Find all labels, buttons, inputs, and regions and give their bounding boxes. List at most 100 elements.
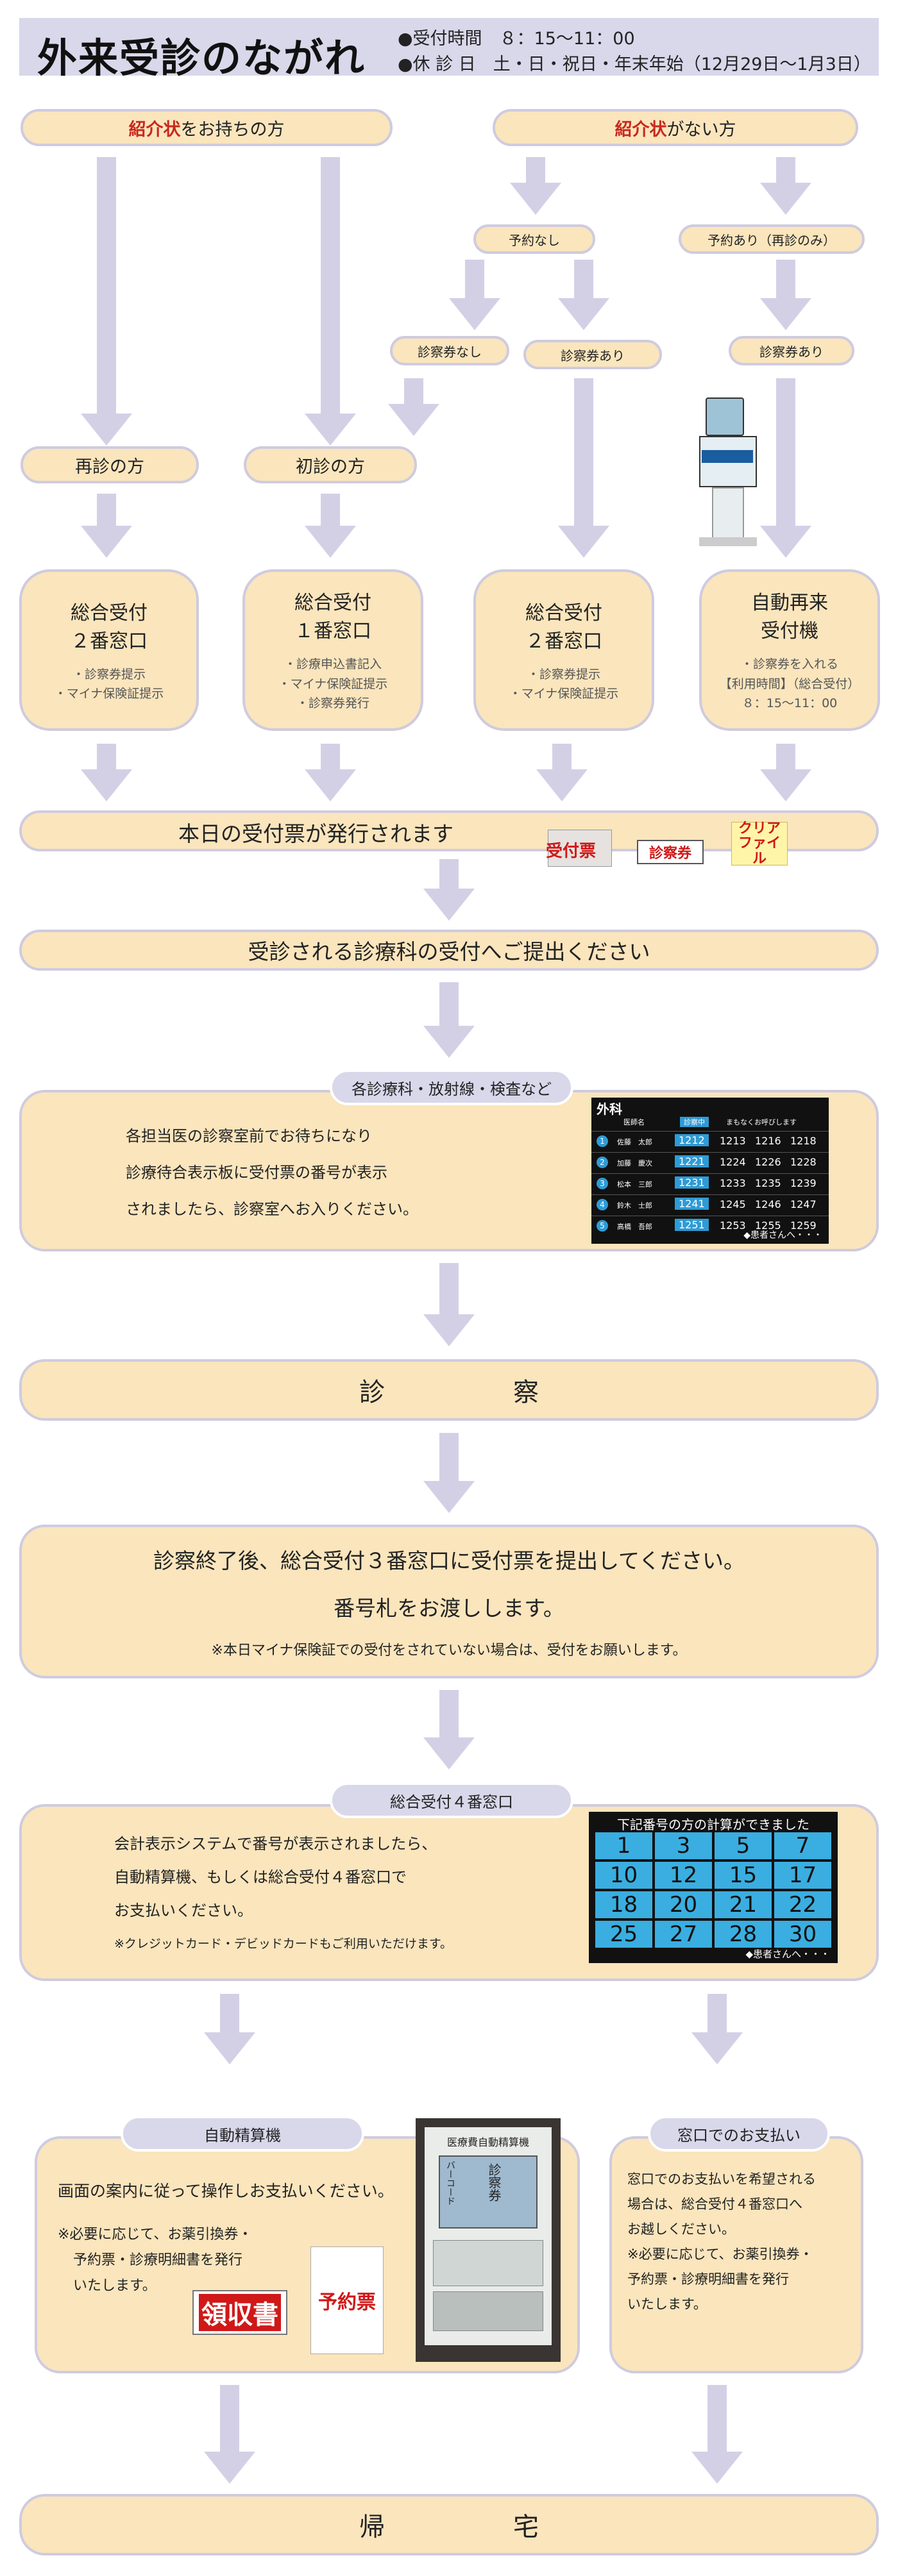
board-row-next: 1216: [755, 1135, 781, 1147]
payment-tab: 総合受付４番窓口: [330, 1782, 573, 1818]
down-arrow: [423, 1433, 475, 1513]
departments-text: 各担当医の診察室前でお待ちになり 診療待合表示板に受付票の番号が表示 されました…: [126, 1127, 418, 1218]
down-arrow: [423, 859, 475, 921]
payment-text: 会計表示システムで番号が表示されましたら、 自動精算機、もしくは総合受付４番窓口…: [114, 1835, 453, 1951]
board-row-current: 1241: [675, 1198, 709, 1210]
window-box-3: 総合受付 ２番窓口 ・診察券提示 ・マイナ保険証提示: [473, 569, 654, 731]
board-row-doctor: 佐藤 太郎: [617, 1138, 652, 1146]
billing-number-cell: 17: [774, 1862, 831, 1889]
down-arrow: [423, 1690, 475, 1769]
down-arrow: [558, 260, 609, 330]
board-row-next: 1233: [720, 1177, 746, 1189]
window-title: 総合受付: [294, 592, 371, 615]
auto-pay-notes: ※必要に応じて、お薬引換券・ 予約票・診療明細書を発行 いたします。: [58, 2227, 253, 2294]
board-row-doctor: 松本 三郎: [617, 1180, 652, 1189]
auto-pay-machine-image: 医療費自動精算機 バーコード 診察券: [416, 2118, 561, 2362]
with-referral-pill: 紹介状をお持ちの方: [21, 109, 393, 146]
window-box-4: 自動再来 受付機 ・診察券を入れる 【利用時間】（総合受付） ８：15～11：0…: [699, 569, 880, 731]
board-row-number: 4: [597, 1199, 608, 1210]
reservation-revisit-pill: 予約あり（再診のみ）: [679, 224, 865, 254]
header-bar: [19, 18, 879, 76]
closed-days: ●休 診 日 土・日・祝日・年末年始（12月29日～1月3日）: [398, 54, 871, 74]
ticket-icon: 受付票: [546, 830, 612, 867]
billing-board-footer: ◆患者さんへ・・・: [745, 1948, 830, 1960]
board-row-next: 1224: [720, 1156, 746, 1168]
billing-number-cell: 21: [715, 1891, 772, 1918]
billing-number-cell: 5: [715, 1832, 772, 1859]
board-header: 医師名 診察中 まもなくお呼びします: [623, 1117, 797, 1127]
revisit-pill: 再診の方: [21, 446, 199, 483]
billing-number-cell: 20: [655, 1891, 712, 1918]
window-title: 総合受付: [525, 601, 602, 624]
billing-number-cell: 10: [595, 1862, 652, 1889]
counter-pay-tab: 窓口でのお支払い: [648, 2116, 830, 2152]
reservation-slip-image: 予約票: [310, 2246, 384, 2354]
board-row-next: 1218: [790, 1135, 817, 1147]
receipt-image: 領収書: [192, 2290, 287, 2335]
billing-board-title: 下記番号の方の計算ができました: [617, 1817, 809, 1832]
board-row-next: 1228: [790, 1156, 817, 1168]
down-arrow: [305, 157, 356, 446]
first-visit-pill: 初診の方: [244, 446, 417, 483]
home-bar: 帰 宅: [19, 2494, 879, 2555]
billing-number-cell: 3: [655, 1832, 712, 1859]
window-sub: ２番窓口: [525, 630, 602, 653]
down-arrow: [81, 744, 132, 801]
billing-number-cell: 25: [595, 1921, 652, 1948]
billing-number-cell: 12: [655, 1862, 712, 1889]
board-row-next: 1247: [790, 1198, 817, 1210]
down-arrow: [536, 744, 588, 801]
billing-number-cell: 15: [715, 1862, 772, 1889]
board-row-doctor: 加藤 慶次: [617, 1159, 652, 1167]
down-arrow: [423, 982, 475, 1058]
has-card-pill: 診察券あり: [523, 340, 662, 369]
billing-number-cell: 30: [774, 1921, 831, 1948]
without-referral-pill: 紹介状がない方: [493, 109, 858, 146]
billing-number-cell: 28: [715, 1921, 772, 1948]
down-arrow: [81, 157, 132, 446]
down-arrow: [691, 2385, 743, 2484]
down-arrow: [305, 744, 356, 801]
board-row-doctor: 高橋 吾郎: [617, 1223, 652, 1231]
board-row-current: 1212: [675, 1134, 709, 1146]
board-row-number: 5: [597, 1220, 608, 1232]
down-arrow: [305, 494, 356, 558]
window-sub: １番窓口: [294, 620, 371, 643]
departments-tab: 各診療科・放射線・検査など: [330, 1069, 573, 1105]
window-title: 自動再来: [751, 592, 828, 615]
counter-pay-box: [609, 2136, 863, 2373]
card-icon: 診察券: [637, 840, 704, 864]
clear-file-icon: クリア ファイル: [731, 821, 788, 866]
board-row-current: 1221: [675, 1155, 709, 1167]
billing-number-cell: 18: [595, 1891, 652, 1918]
down-arrow: [423, 1263, 475, 1346]
board-row-current: 1231: [675, 1176, 709, 1189]
down-arrow: [760, 744, 811, 801]
reception-hours: ●受付時間 ８：15～11：00: [398, 29, 635, 49]
board-footer: ◆患者さんへ・・・: [743, 1230, 822, 1241]
board-row-doctor: 鈴木 士郎: [617, 1201, 652, 1210]
board-row-next: 1213: [720, 1135, 746, 1147]
board-row-number: 3: [597, 1178, 608, 1189]
billing-number-cell: 22: [774, 1891, 831, 1918]
billing-number-cell: 1: [595, 1832, 652, 1859]
down-arrow: [204, 1994, 255, 2064]
down-arrow: [760, 157, 811, 215]
after-exam-box: 診察終了後、総合受付３番窓口に受付票を提出してください。 番号札をお渡しします。…: [19, 1525, 879, 1678]
board-row-next: 1239: [790, 1177, 817, 1189]
page-title: 外来受診のながれ: [37, 35, 366, 81]
submit-department-bar: 受診される診療科の受付へご提出ください: [19, 930, 879, 971]
board-title: 外科: [597, 1101, 622, 1117]
board-row-next: 1235: [755, 1177, 781, 1189]
exam-bar: 診 察: [19, 1359, 879, 1421]
ticket-issued-text: 本日の受付票が発行されます: [178, 821, 453, 846]
no-reservation-pill: 予約なし: [473, 224, 595, 254]
window-title: 総合受付: [71, 601, 148, 624]
down-arrow: [81, 494, 132, 558]
